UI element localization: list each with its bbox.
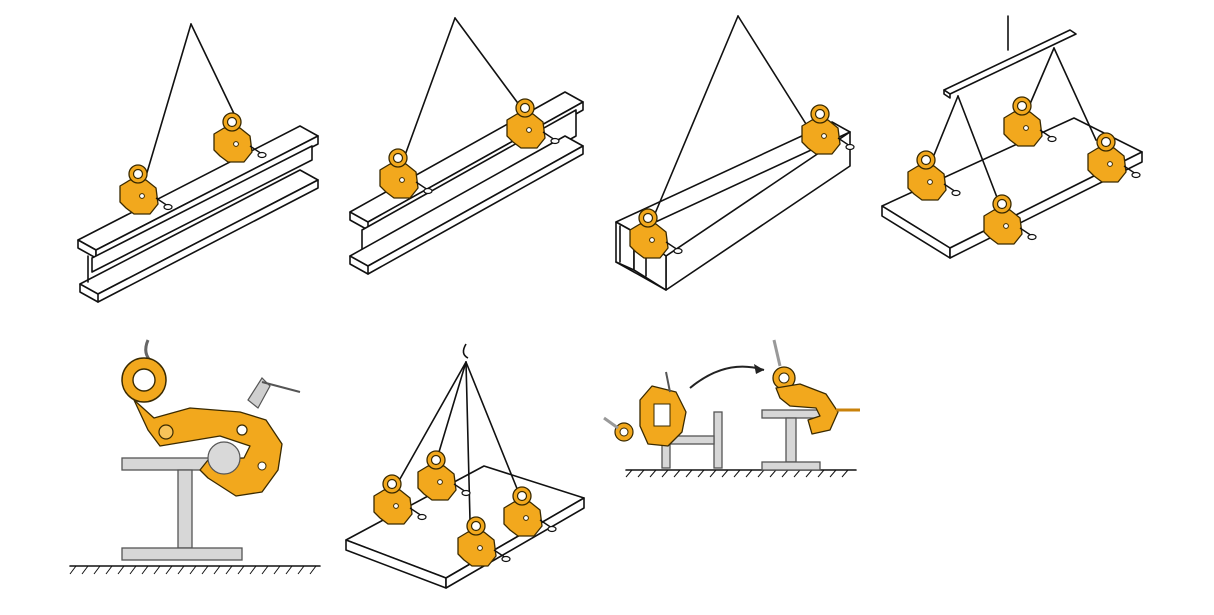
panel-clamp-detail xyxy=(69,339,321,575)
panel-beam-turning xyxy=(603,339,860,478)
panel-beam-lift-1 xyxy=(77,23,319,303)
panel-beam-lift-2 xyxy=(349,17,584,275)
clamp-icon xyxy=(213,112,267,163)
panel-four-leg-plate-lift xyxy=(345,343,585,589)
panel-channel-lift xyxy=(615,15,855,291)
clamp-icon xyxy=(417,450,471,501)
clamp-icon xyxy=(119,164,173,215)
panel-spreader-plate-lift xyxy=(881,15,1143,259)
clamp-icon xyxy=(1003,96,1057,147)
